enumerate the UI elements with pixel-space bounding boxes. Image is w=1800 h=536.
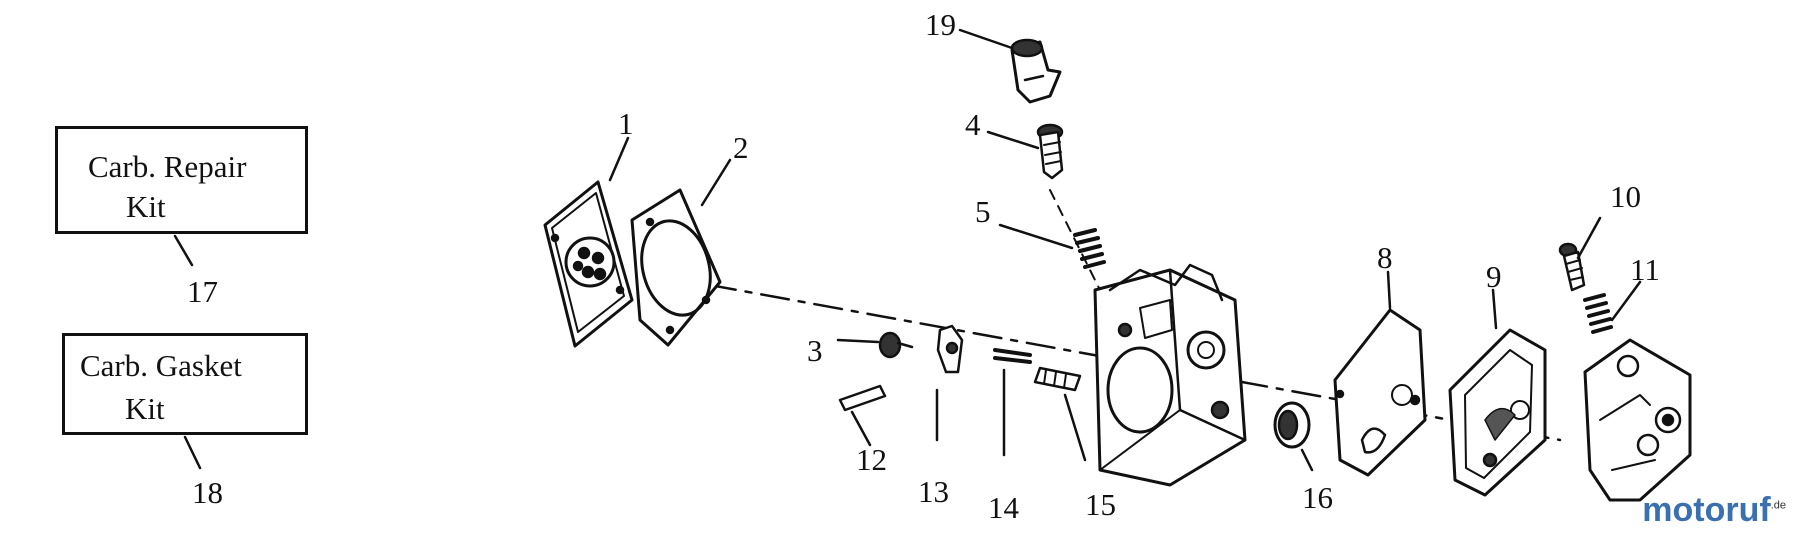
part-12-pin	[838, 384, 887, 412]
leader-12	[850, 410, 872, 447]
watermark-suffix: .de	[1770, 499, 1786, 512]
part-2-gasket	[630, 188, 722, 347]
part-4-screw	[1036, 123, 1064, 180]
callout-1: 1	[618, 106, 634, 141]
watermark-logo: motoruf.de	[1642, 491, 1786, 530]
gasket-kit-box: Carb. Gasket Kit	[62, 333, 308, 435]
leader-19	[958, 28, 1014, 50]
repair-kit-label-line2: Kit	[126, 189, 166, 224]
part-1-diaphragm	[543, 180, 634, 348]
callout-5: 5	[975, 194, 991, 229]
leader-11	[1610, 280, 1642, 322]
part-15-needle	[1033, 366, 1082, 392]
part-13-lever	[936, 324, 964, 374]
watermark-main: motoruf	[1642, 491, 1771, 529]
pump-cover-plate	[1583, 338, 1692, 502]
part-5-spring	[1073, 228, 1106, 269]
leader-16	[1300, 448, 1314, 472]
repair-kit-box: Carb. Repair Kit	[55, 126, 308, 234]
callout-14: 14	[988, 490, 1020, 525]
leader-10	[1576, 216, 1602, 260]
vertical-axis	[1049, 189, 1106, 301]
part-3-screw	[878, 331, 914, 359]
part-16-plug	[1273, 401, 1311, 449]
callout-9: 9	[1486, 259, 1502, 294]
leader-17	[173, 234, 194, 267]
leader-8	[1386, 270, 1392, 310]
callout-13: 13	[918, 474, 949, 509]
callout-11: 11	[1630, 252, 1660, 287]
repair-kit-label-line1: Carb. Repair	[88, 149, 247, 184]
part-8-pump-diaphragm	[1333, 308, 1427, 477]
gasket-kit-label-line1: Carb. Gasket	[80, 348, 242, 383]
callout-18: 18	[192, 475, 223, 510]
part-11-spring	[1583, 293, 1613, 334]
carburetor-body	[1093, 263, 1247, 487]
part-14-spring	[993, 348, 1032, 364]
part-10-screw	[1558, 242, 1586, 292]
leader-9	[1491, 288, 1498, 330]
leader-5	[998, 223, 1074, 250]
leader-4	[986, 130, 1040, 150]
callout-8: 8	[1377, 240, 1393, 275]
callout-4: 4	[965, 107, 981, 142]
leader-3	[836, 338, 880, 344]
part-9-gasket	[1448, 328, 1547, 497]
callout-3: 3	[807, 333, 823, 368]
leader-18	[183, 435, 202, 470]
callout-12: 12	[856, 442, 887, 477]
callout-15: 15	[1085, 487, 1116, 522]
leader-15	[1063, 393, 1087, 462]
part-19-fitting	[1010, 38, 1062, 104]
callout-2: 2	[733, 130, 749, 165]
callout-17: 17	[187, 274, 218, 309]
leader-2	[700, 158, 732, 207]
callout-19: 19	[925, 7, 956, 42]
leader-1	[608, 136, 630, 182]
callout-16: 16	[1302, 480, 1333, 515]
gasket-kit-label-line2: Kit	[125, 391, 165, 426]
callout-10: 10	[1610, 179, 1641, 214]
